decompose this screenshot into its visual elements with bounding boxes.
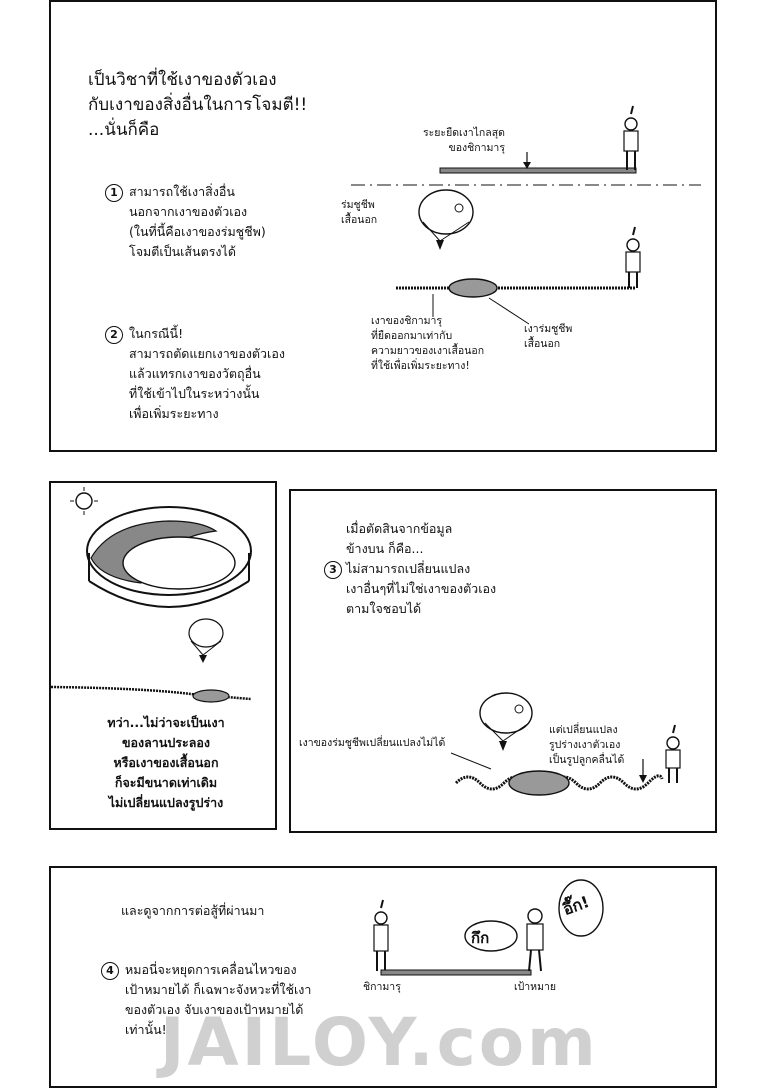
- point-1-number: 1: [105, 184, 123, 202]
- panel-1-illustration: [351, 105, 701, 325]
- label-parachute-shadow: เงาร่มชูชีพ เสื้อนอก: [524, 323, 573, 350]
- watermark: JAILOY.com: [160, 1004, 599, 1081]
- point-3-number: 3: [324, 561, 342, 579]
- label-target: เป้าหมาย: [514, 981, 557, 993]
- label-max-range: ระยะยืดเงาไกลสุด ของชิกามารุ: [423, 127, 505, 154]
- point-3-text: ไม่สามารถเปลี่ยนแปลง เงาอื่นๆที่ไม่ใช่เง…: [346, 561, 497, 616]
- panel-3-illustration: [450, 692, 681, 796]
- shikamaru-figure-top: [623, 105, 639, 170]
- panel-2: ทว่า...ไม่ว่าจะเป็นเงา ของลานประลอง หรือ…: [49, 481, 277, 830]
- parachute-drawing: [418, 189, 474, 250]
- parachute-shadow-ellipse: [192, 689, 230, 703]
- panel-1-title: เป็นวิชาที่ใช้เงาของตัวเอง กับเงาของสิ่ง…: [88, 70, 308, 140]
- panel-1: เป็นวิชาที่ใช้เงาของตัวเอง กับเงาของสิ่ง…: [49, 0, 717, 452]
- shikamaru-figure-bottom: [625, 226, 641, 288]
- shikamaru-figure: [373, 899, 389, 971]
- sfx-1: กึก: [471, 929, 490, 947]
- point-2-number: 2: [105, 326, 123, 344]
- speech-bubble-2: [558, 879, 604, 937]
- max-range-shadow: [439, 167, 637, 174]
- panel-2-caption: ทว่า...ไม่ว่าจะเป็นเงา ของลานประลอง หรือ…: [107, 715, 225, 810]
- panel-3: เมื่อตัดสินจากข้อมูล ข้างบน ก็คือ... 3 ไ…: [289, 489, 717, 833]
- speech-bubble-1: [464, 920, 518, 952]
- shadow-line: [50, 685, 252, 701]
- label-parachute-top: ร่มชูชีพ เสื้อนอก: [341, 199, 378, 226]
- parachute-drawing: [479, 692, 533, 751]
- shadow-connection: [380, 969, 532, 976]
- label-shikamaru: ชิกามารุ: [363, 981, 401, 993]
- target-figure: [526, 908, 544, 972]
- parachute-shadow-ellipse: [508, 770, 570, 796]
- parachute-shadow-ellipse: [448, 278, 498, 298]
- point-4-text: หมอนี่จะหยุดการเคลื่อนไหวของ เป้าหมายได้…: [125, 962, 312, 1037]
- point-4-number: 4: [101, 962, 119, 980]
- panel-4-intro: และดูจากการต่อสู้ที่ผ่านมา: [121, 903, 265, 918]
- sun-icon: [70, 487, 98, 515]
- panel-4-illustration: [373, 879, 604, 976]
- panel-4: และดูจากการต่อสู้ที่ผ่านมา 4 หมอนี่จะหยุ…: [49, 866, 717, 1088]
- arena-drawing: [86, 506, 252, 608]
- panel-2-illustration: [50, 487, 252, 703]
- parachute-drawing: [188, 618, 224, 663]
- label-shikamaru-shadow: เงาของชิกามารุ ที่ยืดออกมาเท่ากับ ความยา…: [371, 315, 485, 372]
- shikamaru-figure: [665, 724, 681, 783]
- label-cannot-change: เงาของร่มชูชีพเปลี่ยนแปลงไม่ได้: [299, 737, 446, 749]
- point-2-text: ในกรณีนี้! สามารถตัดแยกเงาของตัวเอง แล้ว…: [129, 326, 285, 421]
- point-1-text: สามารถใช้เงาสิ่งอื่น นอกจากเงาของตัวเอง …: [129, 184, 266, 259]
- panel-3-intro: เมื่อตัดสินจากข้อมูล ข้างบน ก็คือ...: [346, 521, 453, 556]
- label-can-change: แต่เปลี่ยนแปลง รูปร่างเงาตัวเอง เป็นรูปล…: [549, 724, 625, 766]
